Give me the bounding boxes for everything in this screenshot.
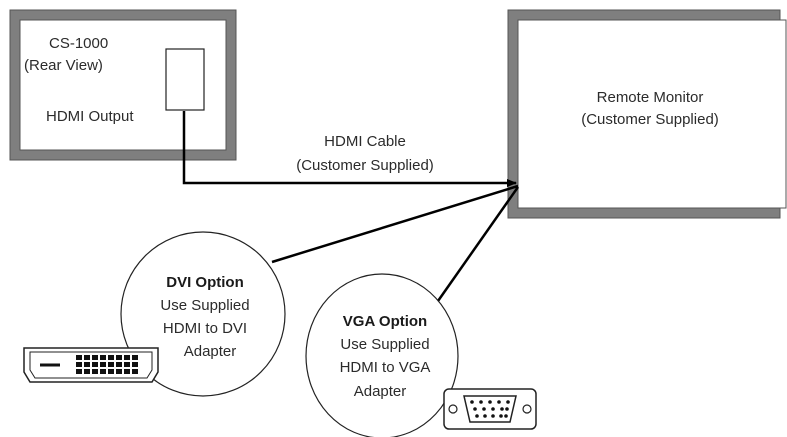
dvi-option-circle xyxy=(120,231,286,397)
vga-option-line: HDMI to VGA xyxy=(339,359,431,376)
cable-subtitle: (Customer Supplied) xyxy=(296,157,434,174)
hdmi-port xyxy=(165,48,205,111)
hdmi-cable-line xyxy=(182,111,517,187)
dvi-connection-line xyxy=(271,184,519,264)
dvi-option-line: Use Supplied xyxy=(160,297,250,314)
monitor-subtitle: (Customer Supplied) xyxy=(581,111,719,128)
vga-option-circle xyxy=(305,273,459,437)
vga-option-line: Use Supplied xyxy=(340,336,430,353)
vga-connector-icon xyxy=(443,388,537,430)
dvi-option-title: DVI Option xyxy=(166,274,244,291)
vga-option-title: VGA Option xyxy=(342,313,428,330)
dvi-connector-icon xyxy=(23,347,159,383)
device-view: (Rear View) xyxy=(24,57,103,74)
monitor-title: Remote Monitor xyxy=(596,89,704,106)
cable-title: HDMI Cable xyxy=(324,133,406,150)
vga-connection-line xyxy=(436,186,520,302)
device-name: CS-1000 xyxy=(49,35,109,52)
dvi-option-line: HDMI to DVI xyxy=(162,320,248,337)
dvi-option-line: Adapter xyxy=(183,343,237,360)
hdmi-output-label: HDMI Output xyxy=(46,108,134,125)
vga-option-line: Adapter xyxy=(353,383,407,400)
remote-monitor-frame xyxy=(507,9,787,219)
